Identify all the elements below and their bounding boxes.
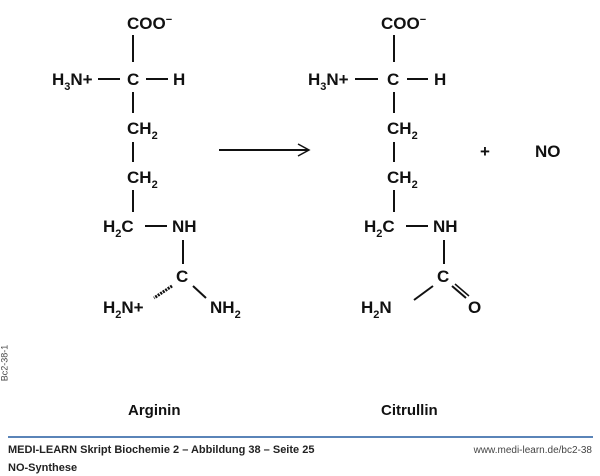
methylene-1: CH2 <box>127 119 158 142</box>
hydrogen: H <box>173 70 185 89</box>
footer-title: MEDI-LEARN Skript Biochemie 2 – Abbildun… <box>8 444 315 456</box>
guanidino-nh2: NH2 <box>210 298 241 321</box>
methylene-2: CH2 <box>127 168 158 191</box>
methylene-1: CH2 <box>387 119 418 142</box>
methylene-2: CH2 <box>387 168 418 191</box>
figure-caption: NO-Synthese <box>8 462 78 474</box>
alpha-carbon: C <box>127 70 139 89</box>
carboxylate: COO− <box>127 14 172 33</box>
methylene-3: H2C <box>103 217 134 240</box>
footer-url[interactable]: www.medi-learn.de/bc2-38 <box>473 445 592 456</box>
hydrogen: H <box>434 70 446 89</box>
footer-divider <box>8 436 593 438</box>
guanidino-carbon: C <box>176 267 188 286</box>
imino-group: NH <box>433 217 458 236</box>
reaction-arrow <box>219 143 311 157</box>
guanidino-nh2-plus: H2N+ <box>103 298 144 321</box>
carbonyl-carbon: C <box>437 267 449 286</box>
carboxylate: COO− <box>381 14 426 33</box>
nitric-oxide: NO <box>535 142 561 161</box>
plus-sign: + <box>480 142 490 161</box>
amino-group: H3N+ <box>52 70 93 93</box>
arginine-structure: COO− H3N+ C H CH2 CH2 H2C NH C H2N+ NH2 … <box>52 14 241 419</box>
alpha-carbon: C <box>387 70 399 89</box>
citrulline-structure: COO− H3N+ C H CH2 CH2 H2C NH C H2N O Cit… <box>308 14 481 419</box>
amino-group: H3N+ <box>308 70 349 93</box>
methylene-3: H2C <box>364 217 395 240</box>
carbonyl-oxygen: O <box>468 298 481 317</box>
citrulline-label: Citrullin <box>381 402 438 419</box>
amide-nh2: H2N <box>361 298 392 321</box>
imino-group: NH <box>172 217 197 236</box>
figure-code: Bc2-38-1 <box>0 344 10 382</box>
arginine-label: Arginin <box>128 402 181 419</box>
